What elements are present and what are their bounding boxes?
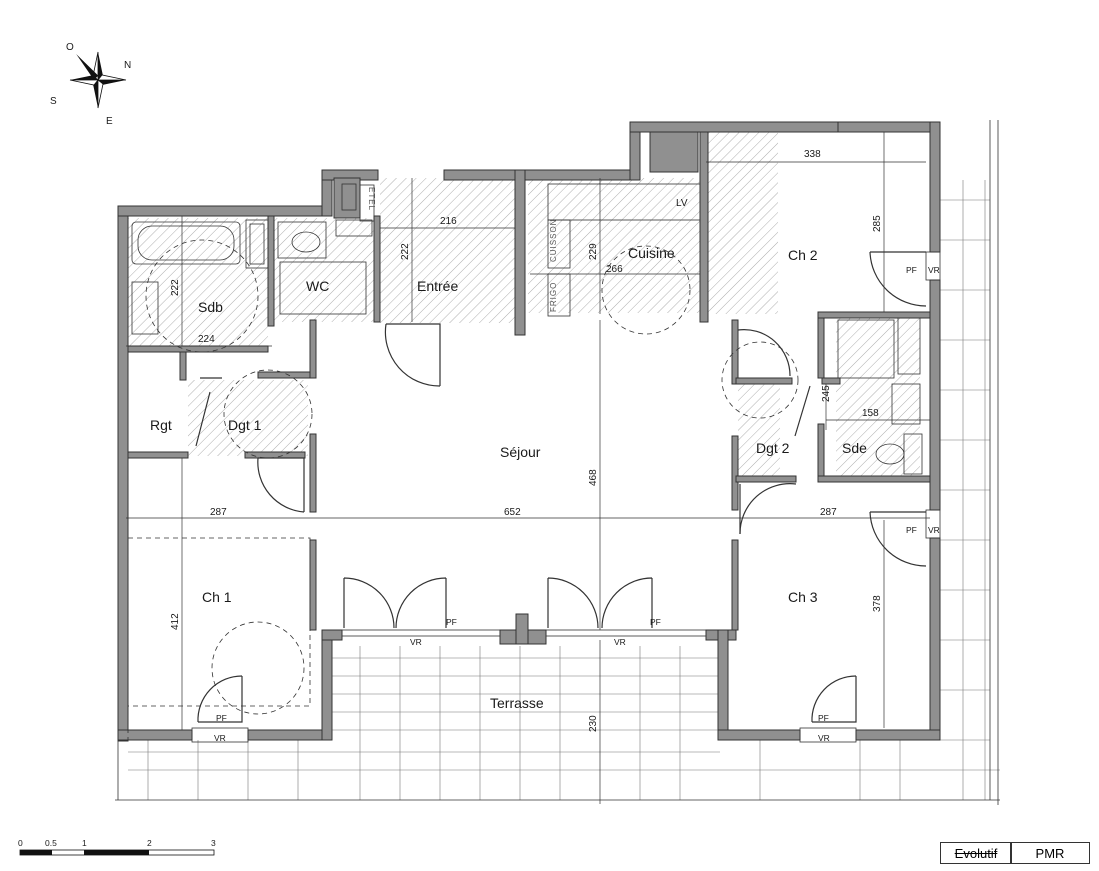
dim-338: 338 (804, 149, 821, 160)
lv-label: LV (676, 198, 688, 209)
vr-label-ch3: VR (818, 733, 830, 743)
scale-tick-2: 2 (147, 838, 152, 848)
compass-label-e: E (106, 116, 113, 127)
legend-pmr: PMR (1010, 842, 1090, 864)
compass-label-n: N (124, 60, 131, 71)
fixtures: ETEL LV CUISSON FRIGO (131, 183, 923, 475)
walls (117, 121, 941, 742)
opening-labels: PF VR PF VR PF VR PF VR PF VR PF VR (214, 265, 940, 743)
legend-pmr-label: PMR (1035, 845, 1065, 861)
pf-label-ch2: PF (906, 265, 917, 275)
window-frames (191, 251, 941, 743)
dimension-lines (126, 132, 930, 804)
room-sejour-label: Séjour (500, 444, 541, 460)
dim-222b: 222 (170, 279, 181, 296)
compass-icon (69, 51, 127, 109)
room-wc-label: WC (306, 278, 329, 294)
room-ch2-label: Ch 2 (788, 247, 818, 263)
dim-412: 412 (170, 613, 181, 630)
dim-287a: 287 (210, 507, 227, 518)
room-cuisine-label: Cuisine (628, 245, 675, 261)
room-sdb-label: Sdb (198, 299, 223, 315)
pf-label-ch1: PF (216, 713, 227, 723)
vr-label-ch2: VR (928, 265, 940, 275)
scale-tick-3: 3 (211, 838, 216, 848)
pf-label-sejour-left: PF (446, 617, 457, 627)
legend-evolutif: Evolutif (940, 842, 1012, 864)
terrace-grid (115, 120, 1000, 805)
compass-label-o: O (66, 42, 74, 53)
dim-216: 216 (440, 216, 457, 227)
cuisson-label: CUISSON (549, 219, 558, 262)
frigo-label: FRIGO (549, 282, 558, 312)
vr-label-sejour-right: VR (614, 637, 626, 647)
room-ch1-label: Ch 1 (202, 589, 232, 605)
dim-229: 229 (588, 243, 599, 260)
dim-266: 266 (606, 264, 623, 275)
room-sde-label: Sde (842, 440, 867, 456)
room-labels: Sdb WC Entrée Cuisine Ch 2 Rgt Dgt 1 Séj… (150, 245, 867, 711)
etel-label: ETEL (367, 187, 376, 211)
pf-label-ch3: PF (818, 713, 829, 723)
dim-285: 285 (872, 215, 883, 232)
scale-tick-1: 1 (82, 838, 87, 848)
dim-222a: 222 (400, 243, 411, 260)
vr-label-ch3-side: VR (928, 525, 940, 535)
pf-label-ch3-side: PF (906, 525, 917, 535)
dim-468: 468 (588, 469, 599, 486)
hatched-zones (128, 132, 920, 480)
room-dgt1-label: Dgt 1 (228, 417, 262, 433)
dim-230: 230 (588, 715, 599, 732)
room-ch3-label: Ch 3 (788, 589, 818, 605)
dim-652: 652 (504, 507, 521, 518)
dim-158: 158 (862, 408, 879, 419)
dim-378: 378 (872, 595, 883, 612)
compass-label-s: S (50, 96, 57, 107)
doors (195, 251, 927, 723)
room-dgt2-label: Dgt 2 (756, 440, 790, 456)
room-entree-label: Entrée (417, 278, 458, 294)
dim-224: 224 (198, 334, 215, 345)
vr-label-sejour-left: VR (410, 637, 422, 647)
room-terrasse-label: Terrasse (490, 695, 544, 711)
scale-tick-05: 0.5 (45, 838, 57, 848)
turning-circles (127, 239, 799, 740)
dim-287b: 287 (820, 507, 837, 518)
pf-label-sejour-right: PF (650, 617, 661, 627)
scale-bar: 0 0.5 1 2 3 (18, 838, 216, 856)
scale-tick-0: 0 (18, 838, 23, 848)
dim-245: 245 (821, 385, 832, 402)
legend-evolutif-label: Evolutif (954, 845, 998, 861)
dimension-values: 338 285 216 222 229 266 222 224 245 158 … (170, 149, 883, 732)
vr-label-ch1: VR (214, 733, 226, 743)
room-rgt-label: Rgt (150, 417, 172, 433)
